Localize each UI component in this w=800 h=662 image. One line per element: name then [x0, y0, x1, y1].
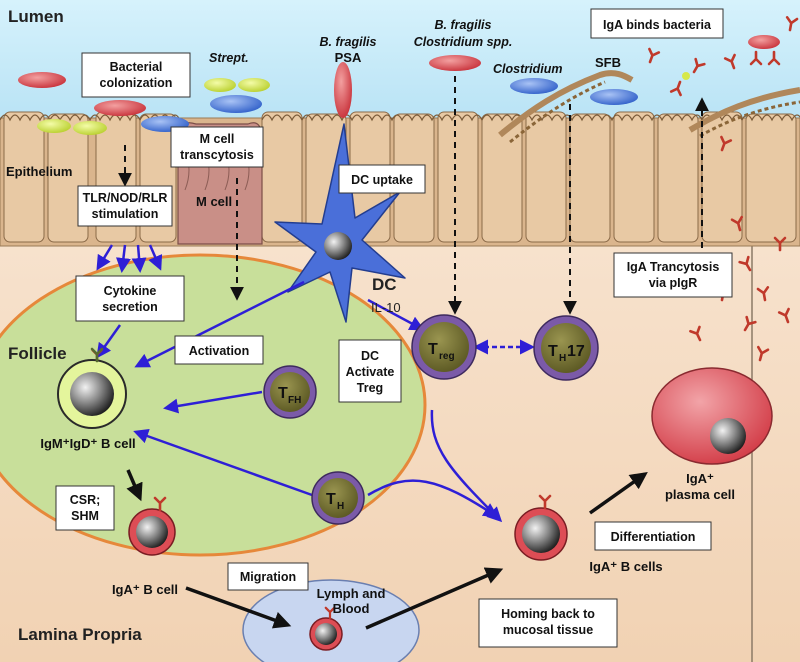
iga-bacteria-complexes: [644, 16, 799, 97]
psa-bacterium: [334, 62, 352, 118]
box-label: DC uptake: [351, 173, 413, 187]
th-symbol: T: [326, 491, 336, 508]
sfb-filament: [688, 87, 800, 133]
m-cell-label: M cell: [196, 194, 232, 209]
blue-bacterium: [510, 78, 558, 94]
tfh-symbol: T: [278, 385, 288, 402]
box-label: CSR;SHM: [70, 493, 101, 523]
treg-subscript: reg: [439, 351, 455, 362]
treg-symbol: T: [428, 341, 438, 358]
il10-label: IL-10: [371, 300, 401, 315]
red-bacterium: [94, 100, 146, 116]
box-label: Migration: [240, 570, 296, 584]
lumen-label: Lumen: [8, 7, 64, 26]
yellow-bacterium: [73, 121, 107, 135]
box-iga-binds-bacteria: IgA binds bacteria: [590, 8, 724, 39]
igm-igd-b-cell-label: IgM⁺IgD⁺ B cell: [40, 436, 135, 451]
red-bacterium: [18, 72, 66, 88]
iga-b-cells-label: IgA⁺ B cells: [589, 559, 662, 574]
homed-iga-b-cell: [514, 494, 568, 561]
box-csr-shm: CSR;SHM: [55, 485, 115, 531]
treg-cell: T reg: [411, 314, 477, 380]
iga-plasma-label-1: IgA⁺: [686, 471, 714, 486]
yellow-bacterium: [37, 119, 71, 133]
blue-bacterium: [210, 95, 262, 113]
box-activation: Activation: [174, 335, 264, 365]
b-fragilis-psa-label: B. fragilis: [320, 35, 377, 49]
follicle-label: Follicle: [8, 344, 67, 363]
clostridium-label: Clostridium: [493, 62, 562, 76]
epithelium-label: Epithelium: [6, 164, 72, 179]
box-migration: Migration: [227, 562, 309, 591]
sfb-filament: [498, 70, 634, 138]
tfh-cell: T FH: [263, 365, 317, 419]
iga-b-cell: [128, 496, 176, 556]
yellow-bacterium: [238, 78, 270, 92]
th17-symbol: T: [548, 343, 558, 360]
th-cell: T H: [311, 471, 365, 525]
strept-label: Strept.: [209, 51, 249, 65]
th-subscript: H: [337, 501, 344, 512]
tfh-subscript: FH: [288, 395, 301, 406]
box-differentiation: Differentiation: [594, 521, 712, 551]
box-label: Differentiation: [611, 530, 696, 544]
lymph-label-1: Lymph and: [317, 586, 386, 601]
black-arrows: [126, 469, 648, 630]
iga-plasma-label-2: plasma cell: [665, 487, 735, 502]
blue-bacterium: [590, 89, 638, 105]
iga-b-cell-label: IgA⁺ B cell: [112, 582, 178, 597]
th17-suffix: 17: [567, 343, 585, 360]
dc-label: DC: [372, 275, 397, 294]
lamina-propria-label: Lamina Propria: [18, 625, 142, 644]
box-dc-uptake: DC uptake: [338, 164, 426, 194]
red-bacterium: [429, 55, 481, 71]
lymph-label-2: Blood: [333, 601, 370, 616]
igm-igd-b-cell: [57, 347, 127, 429]
box-label: IgA binds bacteria: [603, 18, 712, 32]
th17-subscript: H: [559, 353, 566, 364]
box-label: Activation: [189, 344, 249, 358]
iga-plasma-cell: [651, 367, 773, 465]
dashed-arrows: [118, 76, 709, 315]
blue-arrows: [96, 244, 535, 523]
clostridium-spp-label: Clostridium spp.: [414, 35, 513, 49]
b-fragilis-label: B. fragilis: [435, 18, 492, 32]
bacteria: [18, 55, 800, 144]
migrating-iga-b-cell: [309, 606, 343, 651]
sfb-label: SFB: [595, 55, 621, 70]
th17-cell: T H 17: [533, 315, 599, 381]
yellow-bacterium: [204, 78, 236, 92]
psa-label: PSA: [335, 50, 362, 65]
